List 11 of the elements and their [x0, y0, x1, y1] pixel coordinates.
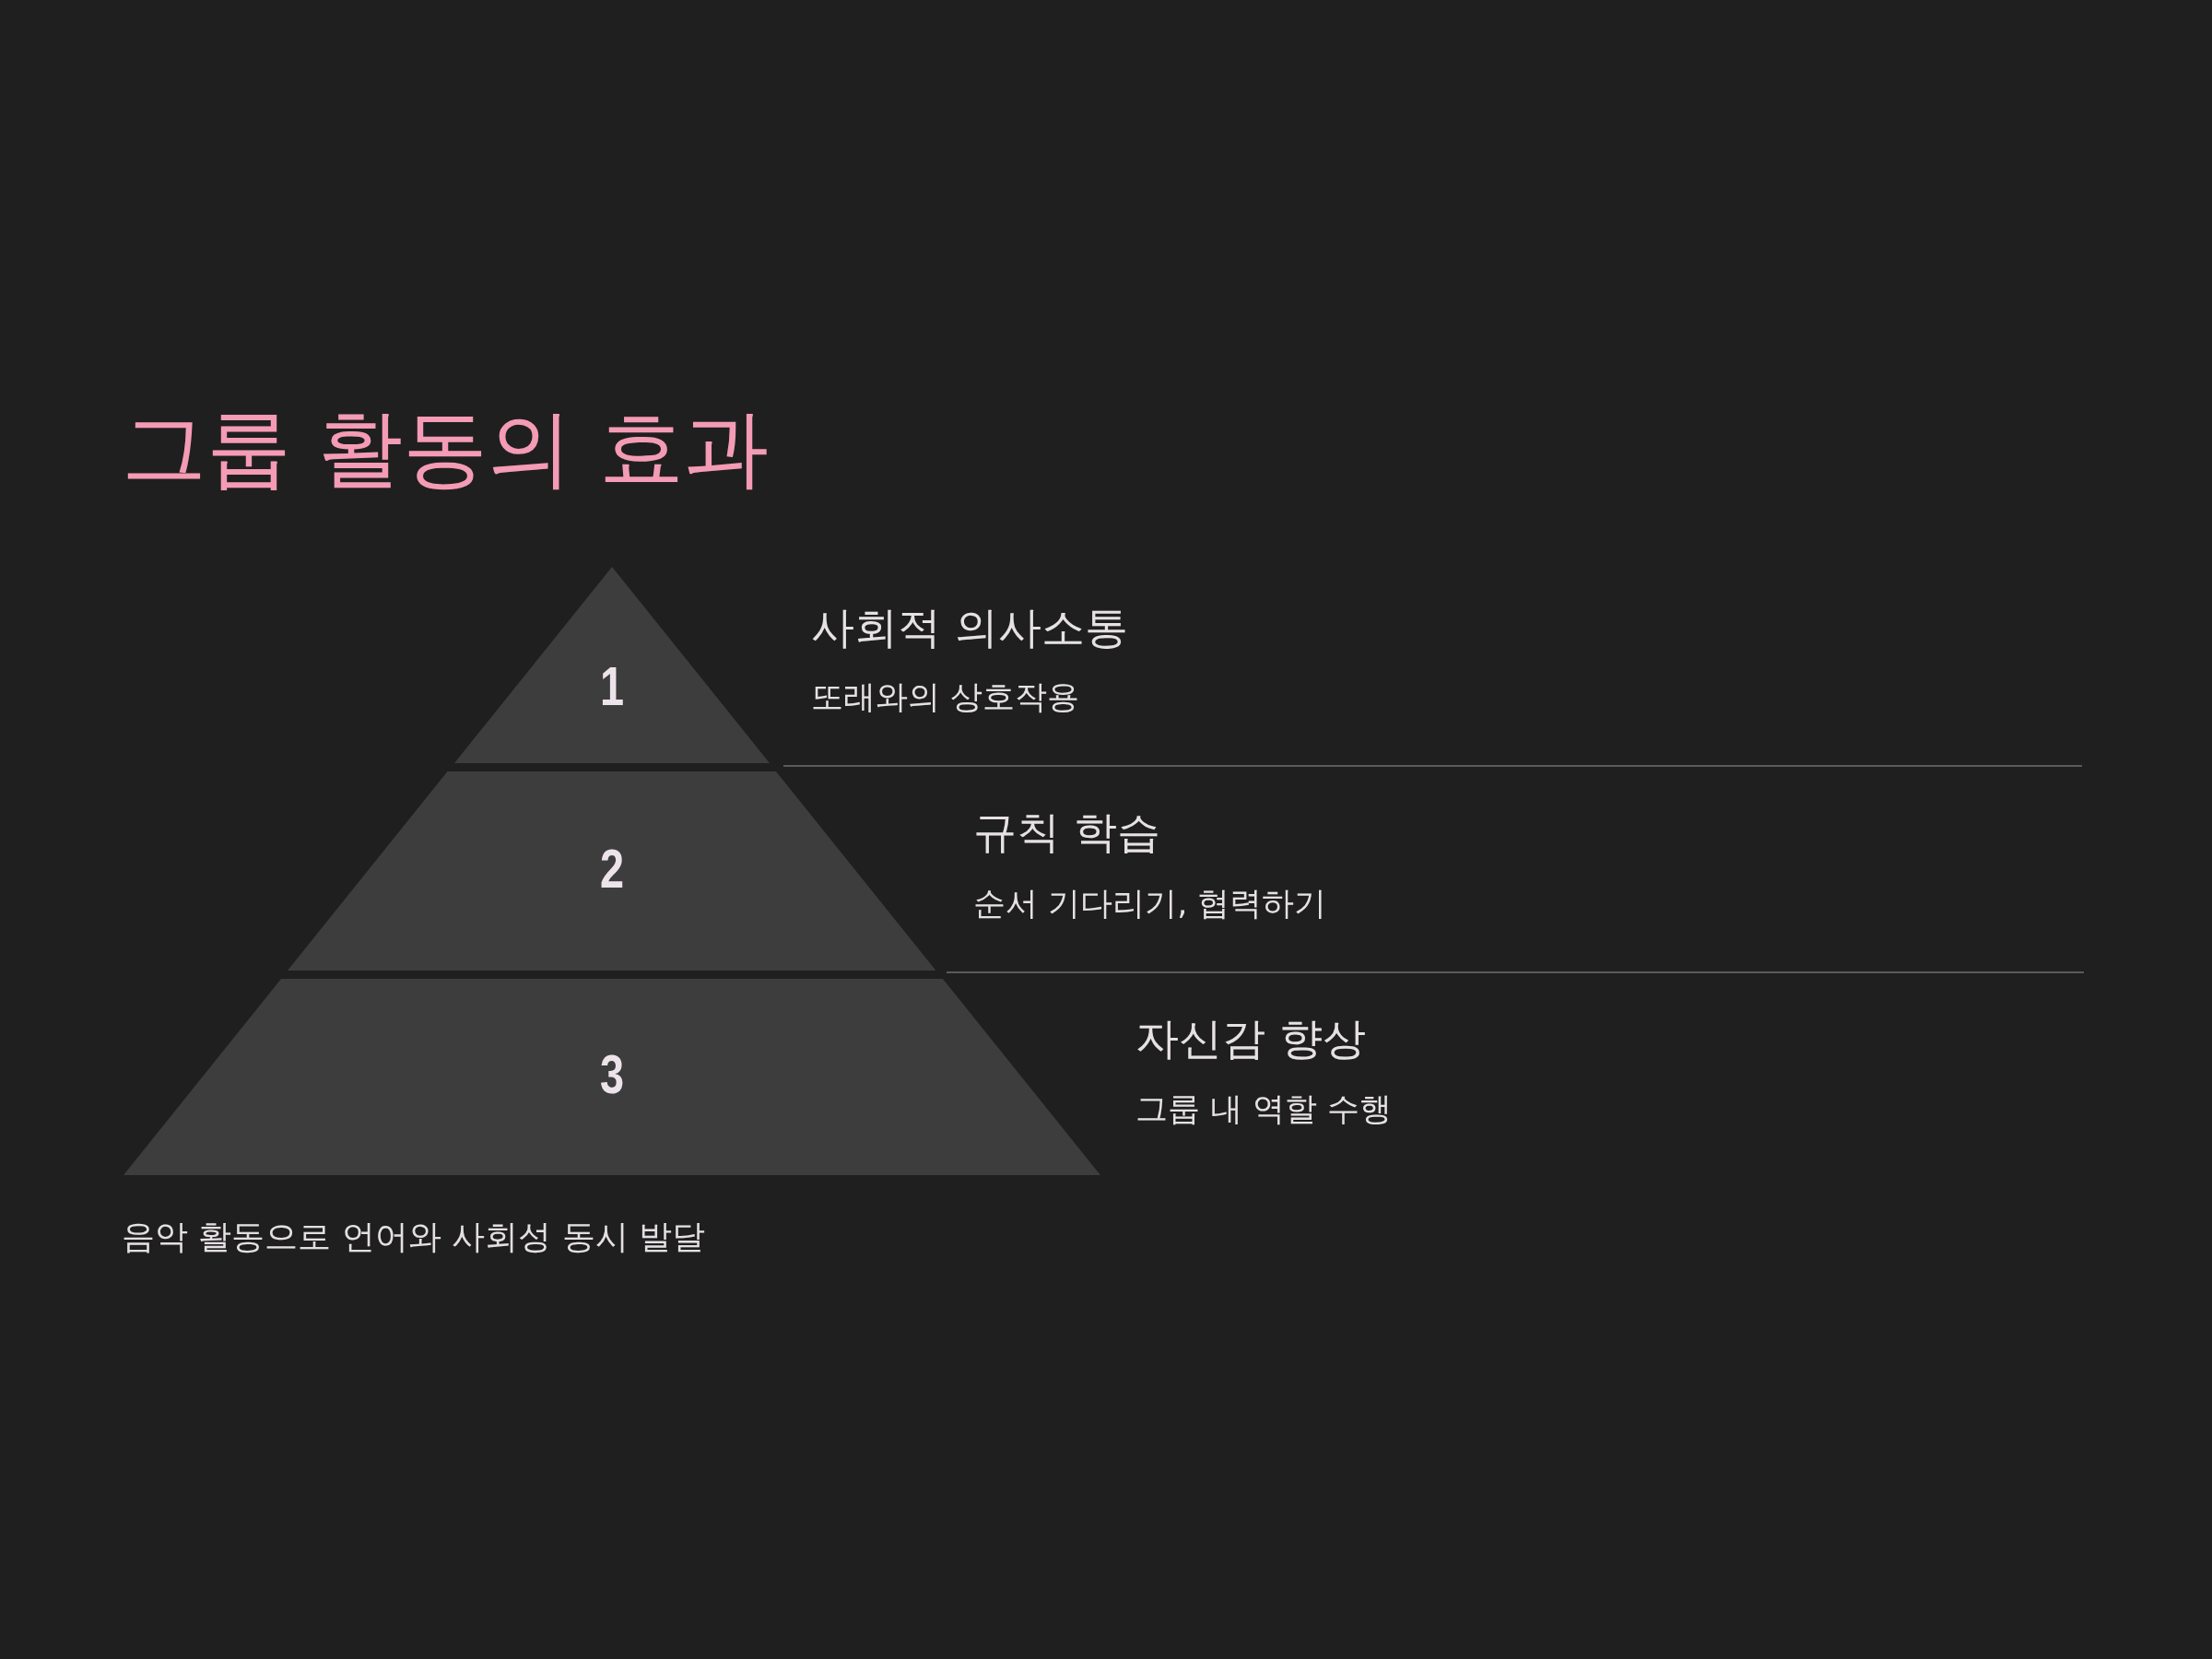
tier-number: 1	[599, 659, 624, 714]
caption: 음악 활동으로 언어와 사회성 동시 발달	[122, 1217, 706, 1257]
tier-description: 그룹 내 역할 수행	[1135, 1089, 1393, 1128]
tier-description: 또래와의 상호작용	[811, 677, 1080, 716]
tier-heading: 규칙 학습	[973, 806, 1160, 859]
tier-number: 3	[599, 1047, 624, 1102]
title: 그룹 활동의 효과	[122, 400, 770, 498]
tier-number: 2	[599, 841, 624, 897]
tier-description: 순서 기다리기, 협력하기	[973, 884, 1327, 923]
tier-heading: 사회적 의사소통	[811, 601, 1128, 654]
tier-heading: 자신감 향상	[1135, 1012, 1366, 1065]
